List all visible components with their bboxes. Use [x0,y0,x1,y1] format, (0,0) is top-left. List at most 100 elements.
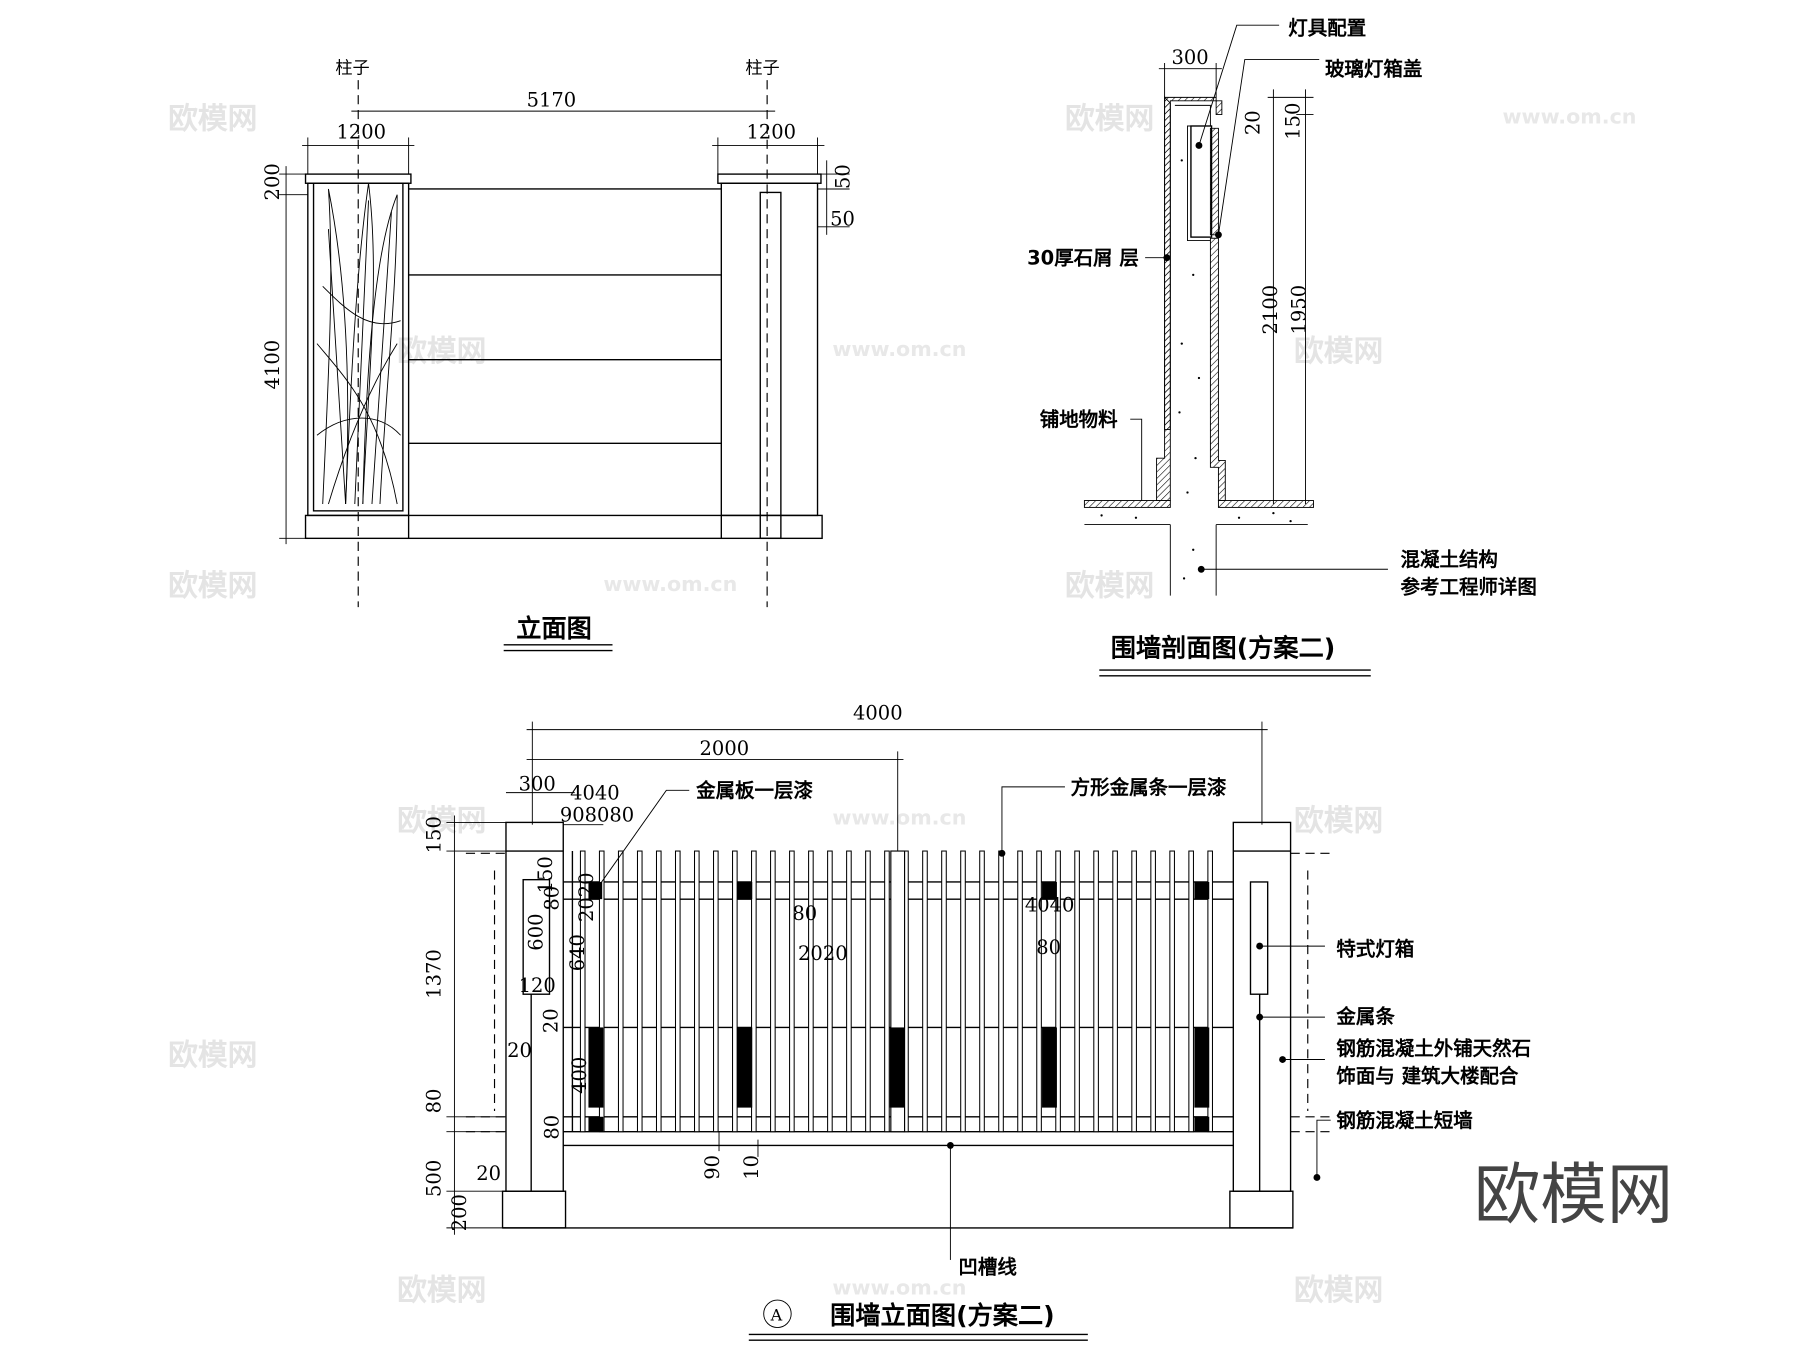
dim-gap: 20 [1242,110,1265,135]
dim-p20a: 20 [540,1008,563,1033]
watermark: 欧模网 [1294,334,1383,369]
watermark-url: www.om.cn [832,1275,966,1299]
dim-post-left: 1200 [336,121,386,144]
watermark-url: www.om.cn [603,572,737,596]
dim-fence-total: 4000 [853,701,903,724]
picket [1036,850,1042,1133]
dim-fence-half: 2000 [700,737,750,760]
watermark: 欧模网 [397,1273,486,1308]
dim-m2020: 2020 [798,942,848,965]
label-short-wall: 钢筋混凝土短墙 [1336,1109,1473,1132]
label-concrete-1: 混凝土结构 [1401,548,1498,571]
leaf-pattern [316,183,401,505]
label-metal-plate: 金属板一层漆 [695,779,813,802]
label-light-fixture: 灯具配置 [1288,16,1366,39]
label-square-bar: 方形金属条一层漆 [1071,776,1227,799]
dim-p150: 150 [534,856,557,893]
elevation-drawing: 柱子 柱子 5170 1200 1200 200 4100 50 50 [261,58,855,652]
dim-total: 2100 [1259,285,1282,335]
watermark: 欧模网 [1065,101,1154,136]
dim-908080: 908080 [560,803,634,826]
watermarks: 欧模网 欧模网 欧模网 欧模网 欧模网 欧模网 欧模网 欧模网 欧模网 欧模网 … [168,101,1673,1308]
dim-p120: 120 [519,974,556,997]
picket [617,850,624,1133]
picket [827,850,833,1133]
dim-top-a: 50 [832,164,855,189]
picket [713,850,719,1133]
fence-drawing: 4000 2000 300 4040 908080 150 1370 80 50… [423,701,1531,1341]
brand-watermark: 欧模网 [1474,1156,1673,1234]
label-stone-2: 饰面与 建筑大楼配合 [1336,1064,1519,1087]
dim-post-right: 1200 [747,121,797,144]
picket [941,850,947,1133]
dim-top-b: 50 [830,208,855,231]
dim-p400: 400 [568,1057,591,1094]
light-box [1249,881,1269,995]
watermark: 欧模网 [1294,1273,1383,1308]
dim-cap: 200 [261,163,284,200]
watermark-url: www.om.cn [832,337,966,361]
picket [579,850,586,1133]
label-glass-cover: 玻璃灯箱盖 [1325,58,1422,81]
dim-r80: 80 [1036,936,1061,959]
dim-left-80: 80 [423,1089,446,1114]
picket [655,850,662,1133]
picket [1093,850,1099,1133]
picket [884,850,890,1133]
picket [693,850,700,1133]
picket [1188,850,1194,1133]
dim-left-200: 200 [448,1194,471,1231]
dim-p80b: 80 [541,1115,564,1140]
pickets [579,850,1213,1133]
fence-title: 围墙立面图(方案二) [830,1301,1055,1330]
picket [1112,850,1118,1133]
label-groove: 凹槽线 [958,1256,1017,1279]
dim-p600: 600 [525,914,548,951]
picket [732,850,738,1133]
picket [846,850,852,1133]
dim-r4040: 4040 [1025,894,1075,917]
dim-p640: 640 [566,934,589,971]
watermark: 欧模网 [397,334,486,369]
section-drawing: 300 20 150 2100 1950 灯具配置 玻璃灯箱盖 30厚石屑 层 … [1027,16,1537,677]
dim-section-width: 300 [1171,46,1208,69]
right-post [1232,821,1292,1192]
dim-left-500: 500 [423,1160,446,1197]
concrete-aggregate [1100,159,1292,580]
dim-p2020: 2020 [575,873,598,923]
watermark: 欧模网 [168,569,257,604]
picket [922,850,928,1133]
metal-plates [588,881,1210,1132]
watermark: 欧模网 [168,101,257,136]
picket [1150,850,1156,1133]
picket [674,850,681,1133]
watermark-url: www.om.cn [1502,105,1636,129]
picket [1131,850,1137,1133]
section-title: 围墙剖面图(方案二) [1111,633,1336,662]
watermark: 欧模网 [1294,803,1383,838]
dim-m80: 80 [792,902,817,925]
label-metal-strip: 金属条 [1335,1005,1395,1028]
picket [1017,850,1023,1133]
elevation-title: 立面图 [516,614,592,643]
dim-p20b: 20 [507,1039,532,1062]
picket [1169,850,1175,1133]
dim-span: 5170 [527,89,577,112]
picket [865,850,871,1133]
section-marker: A [770,1306,783,1325]
dim-p80: 80 [541,886,564,911]
picket [770,850,776,1133]
dim-4040: 4040 [570,781,620,804]
watermark: 欧模网 [1065,569,1154,604]
label-stone-layer: 30厚石屑 层 [1027,247,1139,270]
picket [998,850,1004,1133]
picket [789,850,795,1133]
watermark: 欧模网 [168,1038,257,1073]
picket [960,850,966,1133]
post-label-right: 柱子 [745,58,779,78]
picket [1055,850,1061,1133]
picket [1074,850,1080,1133]
label-paving: 铺地物料 [1040,408,1118,431]
picket [636,850,643,1133]
